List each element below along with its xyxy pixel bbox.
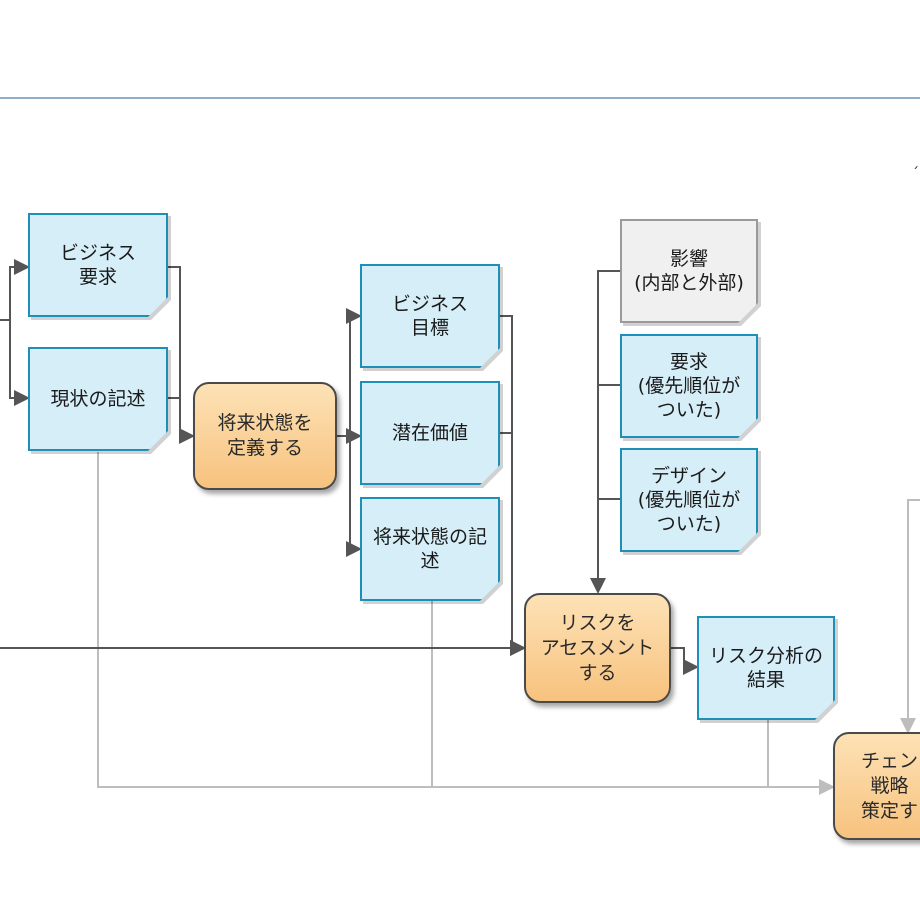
node-influences: 影響 (内部と外部)	[620, 219, 758, 323]
node-future-state-description-label: 将来状態の記 述	[360, 497, 500, 601]
task-assess-risks: リスクを アセスメント する	[524, 593, 671, 703]
node-risk-analysis-results-label: リスク分析の 結果	[697, 616, 835, 720]
node-future-state-description: 将来状態の記 述	[360, 497, 500, 601]
node-requirements: 要求 (優先順位が ついた)	[620, 334, 758, 438]
node-business-needs-label: ビジネス 要求	[28, 213, 168, 317]
node-risk-analysis-results: リスク分析の 結果	[697, 616, 835, 720]
node-business-needs: ビジネス 要求	[28, 213, 168, 317]
node-current-state: 現状の記述	[28, 347, 168, 451]
node-business-objectives-label: ビジネス 目標	[360, 264, 500, 368]
node-current-state-label: 現状の記述	[28, 347, 168, 451]
node-business-objectives: ビジネス 目標	[360, 264, 500, 368]
dark-connectors	[0, 259, 699, 675]
task-define-change-strategy: チェン 戦略 策定す	[833, 732, 920, 840]
node-influences-label: 影響 (内部と外部)	[620, 219, 758, 323]
clipped-glyph: ΄	[912, 166, 919, 182]
node-designs-label: デザイン (優先順位が ついた)	[620, 448, 758, 552]
task-define-future-state: 将来状態を 定義する	[193, 382, 337, 490]
node-requirements-label: 要求 (優先順位が ついた)	[620, 334, 758, 438]
node-potential-value: 潜在価値	[360, 381, 500, 485]
node-designs: デザイン (優先順位が ついた)	[620, 448, 758, 552]
node-potential-value-label: 潜在価値	[360, 381, 500, 485]
top-divider	[0, 97, 920, 99]
light-connectors	[97, 452, 920, 795]
